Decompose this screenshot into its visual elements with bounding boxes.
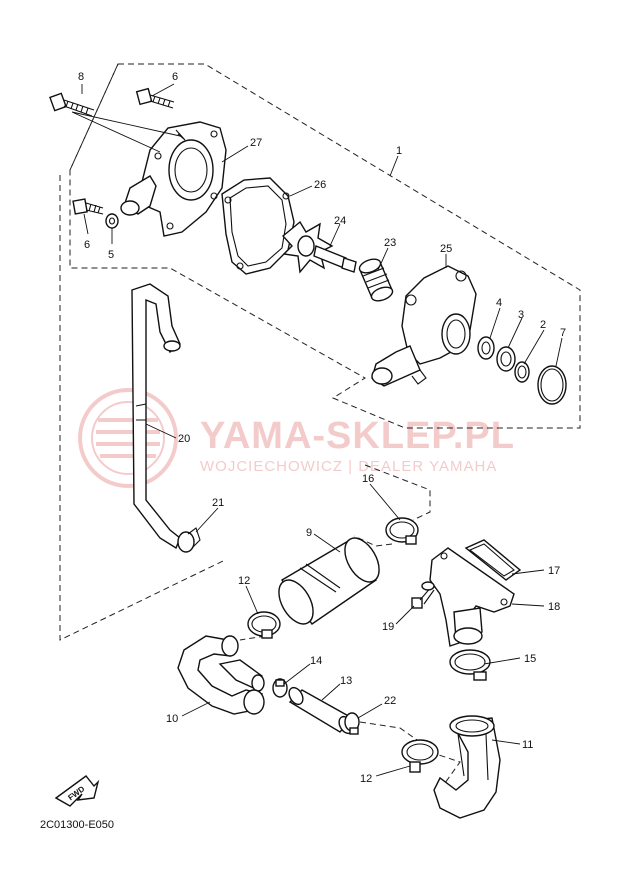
watermark-subtitle: WOJCIECHOWICZ | DEALER YAMAHA [200, 458, 497, 475]
callout-22: 22 [384, 695, 396, 707]
callout-5: 5 [108, 249, 114, 261]
callout-9: 9 [306, 527, 312, 539]
callout-8: 8 [78, 71, 84, 83]
part-3-seal [496, 346, 516, 372]
part-2-circlip [514, 361, 530, 383]
fwd-arrow-icon: FWD [54, 775, 100, 807]
callout-20: 20 [178, 433, 190, 445]
callout-7: 7 [560, 327, 566, 339]
part-25-pump-housing [371, 265, 477, 387]
part-24-impeller [281, 220, 357, 274]
part-12-clamp-upper [247, 611, 281, 639]
callout-15: 15 [524, 653, 536, 665]
callouts: 8 6 6 5 27 26 24 23 25 1 4 3 2 7 20 21 1… [78, 71, 566, 785]
part-13-hose [288, 686, 354, 735]
part-6-bolt-lower [72, 198, 104, 215]
callout-21: 21 [212, 497, 224, 509]
part-21-clamp [177, 527, 201, 553]
part-17-gasket [464, 539, 522, 581]
callout-27: 27 [250, 137, 262, 149]
part-14-clamp [272, 678, 288, 698]
callout-6-lower: 6 [84, 239, 90, 251]
part-4-bearing [477, 336, 495, 360]
part-26-gasket [221, 177, 295, 275]
part-16-clamp [385, 517, 419, 545]
part-27-pump-cover [120, 121, 227, 237]
callout-11: 11 [522, 739, 533, 751]
callout-24: 24 [334, 215, 346, 227]
callout-6-top: 6 [172, 71, 178, 83]
assembly-boundary-lower [59, 63, 226, 641]
callout-14: 14 [310, 655, 322, 667]
part-10-elbow-pipe [177, 635, 265, 715]
callout-12-upper: 12 [238, 575, 250, 587]
diagram-code: 2C01300-E050 [40, 819, 114, 831]
callout-4: 4 [496, 297, 502, 309]
part-23-seal [358, 258, 394, 302]
callout-10: 10 [166, 713, 178, 725]
part-18-outlet-housing [429, 547, 515, 647]
part-11-lower-hose [433, 715, 501, 819]
watermark-title: YAMA-SKLEP.PL [200, 415, 515, 457]
watermark-logo [78, 388, 178, 488]
callout-3: 3 [518, 309, 524, 321]
part-15-clamp [449, 649, 491, 681]
dash-11 [429, 751, 461, 791]
callout-16: 16 [362, 473, 374, 485]
assembly-boundary-upper [69, 63, 581, 429]
callout-23: 23 [384, 237, 396, 249]
part-19-bolt [411, 581, 435, 609]
part-20-hose [131, 283, 181, 550]
callout-17: 17 [548, 565, 560, 577]
part-5-washer [105, 213, 119, 229]
part-22-clamp [344, 712, 360, 735]
part-7-o-ring [537, 365, 567, 405]
callout-26: 26 [314, 179, 326, 191]
watermark: YAMA-SKLEP.PL WOJCIECHOWICZ | DEALER YAM… [78, 388, 515, 488]
leader-lines [71, 83, 563, 777]
part-8-bolt [49, 92, 95, 117]
callout-18: 18 [548, 601, 560, 613]
part-12-clamp-lower [401, 739, 439, 773]
dash-22 [359, 721, 421, 743]
callout-1: 1 [396, 145, 402, 157]
callout-13: 13 [340, 675, 352, 687]
callout-19: 19 [382, 621, 394, 633]
part-6-bolt-top [135, 87, 175, 109]
callout-25: 25 [440, 243, 452, 255]
dash-16 [364, 464, 431, 521]
callout-12-lower: 12 [360, 773, 372, 785]
callout-2: 2 [540, 319, 546, 331]
dash-12b [239, 635, 266, 641]
part-9-hose [278, 537, 380, 625]
